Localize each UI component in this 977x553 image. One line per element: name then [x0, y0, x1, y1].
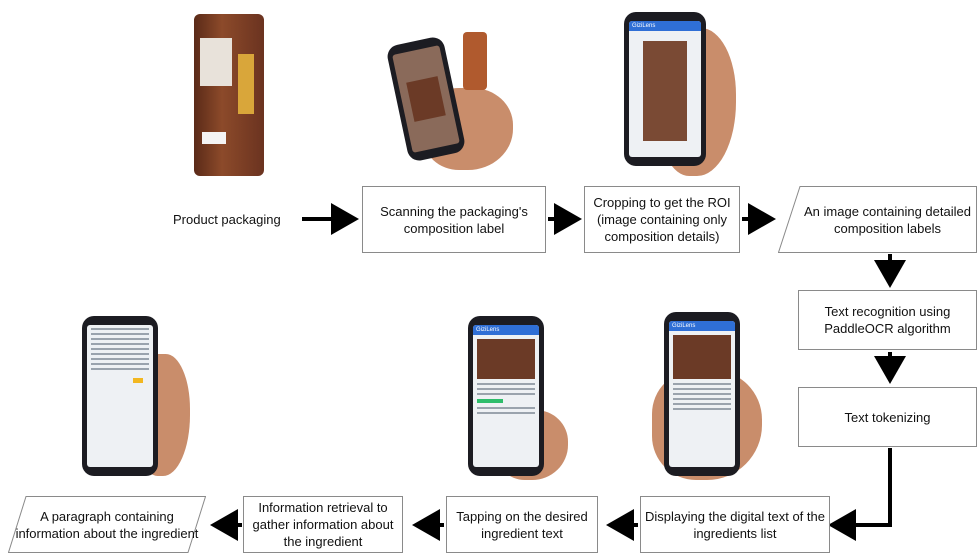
arrow-tokenizing-to-displaying — [828, 448, 892, 541]
app-bar-title: GiziLens — [473, 325, 539, 335]
node-cropping: Cropping to get the ROI (image containin… — [584, 186, 740, 253]
node-product-packaging: Product packaging — [173, 212, 281, 227]
paragraph-result-photo — [80, 314, 190, 476]
scanning-photo — [385, 28, 518, 170]
node-cropping-label: Cropping to get the ROI (image containin… — [593, 195, 731, 244]
node-displaying: Displaying the digital text of the ingre… — [640, 496, 830, 553]
node-image-labels-label: An image containing detailed composition… — [804, 203, 971, 236]
node-retrieval: Information retrieval to gather informat… — [243, 496, 403, 553]
node-paragraph-label: A paragraph containing information about… — [15, 508, 199, 541]
tapping-photo: GiziLens — [466, 314, 570, 480]
node-retrieval-label: Information retrieval to gather informat… — [252, 500, 394, 549]
node-paragraph: A paragraph containing information about… — [8, 496, 206, 553]
node-scanning-label: Scanning the packaging's composition lab… — [380, 203, 528, 236]
app-bar-title: GiziLens — [629, 21, 701, 31]
node-image-labels: An image containing detailed composition… — [778, 186, 977, 253]
node-tapping: Tapping on the desired ingredient text — [446, 496, 598, 553]
app-bar-title: GiziLens — [669, 321, 735, 331]
cropping-photo: GiziLens — [618, 8, 738, 176]
node-scanning: Scanning the packaging's composition lab… — [362, 186, 546, 253]
node-text-recognition-label: Text recognition using PaddleOCR algorit… — [824, 304, 951, 336]
node-tapping-label: Tapping on the desired ingredient text — [456, 508, 588, 541]
node-tokenizing: Text tokenizing — [798, 387, 977, 447]
displaying-photo: GiziLens — [652, 310, 770, 480]
node-text-recognition: Text recognition using PaddleOCR algorit… — [798, 290, 977, 350]
product-packaging-photo — [190, 14, 268, 176]
node-tokenizing-label: Text tokenizing — [844, 409, 931, 425]
node-displaying-label: Displaying the digital text of the ingre… — [645, 508, 825, 541]
